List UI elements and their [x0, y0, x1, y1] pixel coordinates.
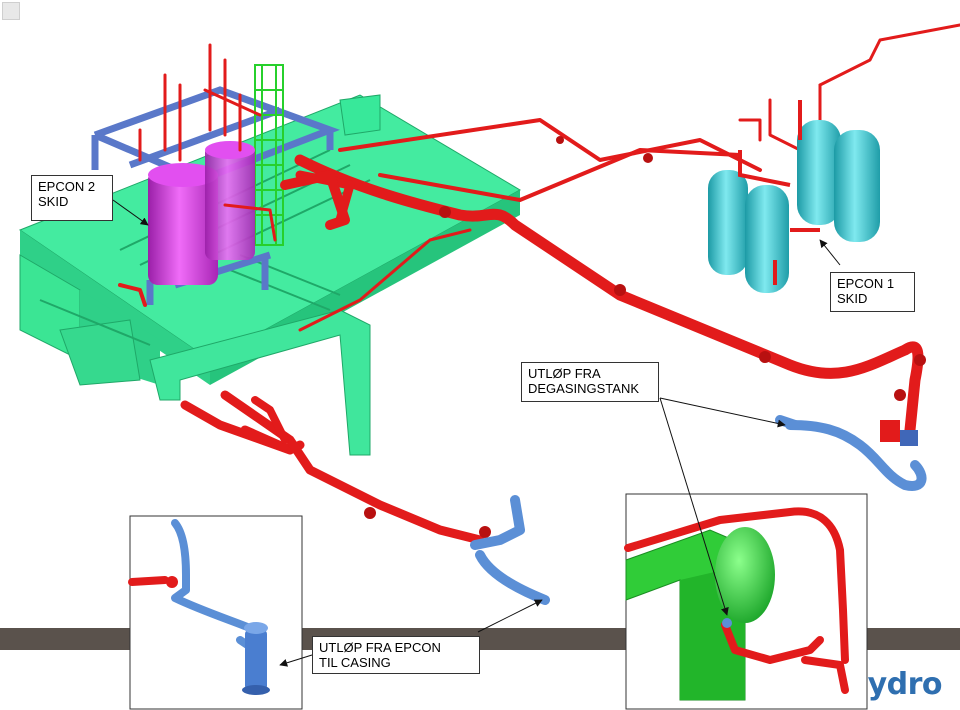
degassing-outlet-piping [775, 415, 927, 491]
casing-outlet-piping [470, 495, 550, 605]
label-epcon1-skid: EPCON 1 SKID [830, 272, 915, 312]
callout-arrows [112, 199, 841, 667]
red-piping [118, 23, 960, 545]
casing-detail-inset [128, 515, 303, 710]
degassing-detail-inset [624, 493, 868, 710]
label-epcon1-line1: EPCON 1 [837, 276, 895, 291]
label-epcon2-skid: EPCON 2 SKID [31, 175, 113, 221]
label-degassing-outlet: UTLØP FRA DEGASINGSTANK [521, 362, 659, 402]
label-casing-line2: TIL CASING [319, 655, 391, 670]
label-casing-line1: UTLØP FRA EPCON [319, 640, 441, 655]
epcon1-vessels [708, 120, 880, 293]
label-degassing-line2: DEGASINGSTANK [528, 381, 640, 396]
label-casing-outlet: UTLØP FRA EPCON TIL CASING [312, 636, 480, 674]
hydro-logo: ydro [867, 667, 943, 702]
label-degassing-line1: UTLØP FRA [528, 366, 601, 381]
epcon1-piping [738, 100, 820, 285]
valves [364, 136, 926, 538]
epcon2-vessel [148, 141, 255, 285]
deck-structure [18, 94, 522, 456]
label-epcon1-line2: SKID [837, 291, 868, 306]
label-epcon2-line1: EPCON 2 [38, 179, 96, 194]
label-epcon2-line2: SKID [38, 194, 69, 209]
corner-marker [2, 2, 20, 20]
